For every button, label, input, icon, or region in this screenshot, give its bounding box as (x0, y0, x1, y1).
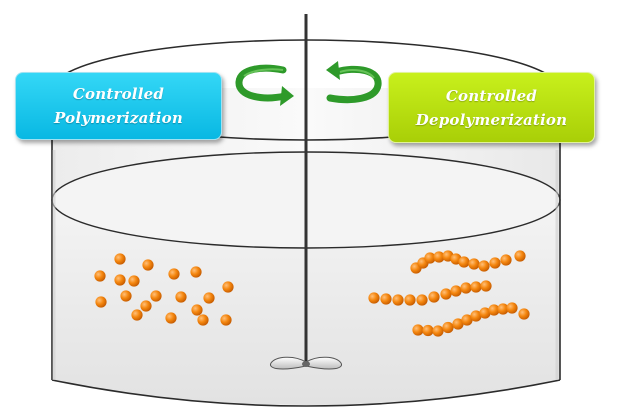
polymer-bead (404, 294, 416, 306)
monomer-bead (165, 312, 177, 324)
monomer-bead (94, 270, 106, 282)
polymer-bead (470, 281, 482, 293)
left-label-line1: Controlled (72, 85, 165, 103)
controlled-polymerization-label: Controlled Polymerization (15, 72, 222, 140)
monomer-bead (222, 281, 234, 293)
monomer-bead (203, 292, 215, 304)
monomer-bead (190, 266, 202, 278)
polymer-bead (480, 280, 492, 292)
rotation-arrow-right-icon (326, 61, 382, 104)
polymer-bead (450, 285, 462, 297)
polymer-bead (442, 321, 454, 334)
polymer-bead (380, 293, 392, 305)
polymer-bead (392, 294, 404, 306)
polymer-bead (432, 325, 444, 337)
polymer-bead (478, 260, 490, 272)
polymer-bead (422, 324, 434, 337)
monomer-bead (95, 296, 107, 308)
rotation-arrow-left-icon (235, 64, 294, 106)
monomer-bead (120, 290, 132, 302)
polymer-bead (460, 282, 472, 294)
polymer-bead (428, 291, 440, 303)
polymer-bead (468, 258, 480, 270)
monomer-bead (114, 274, 126, 286)
polymer-bead (440, 288, 452, 300)
polymer-bead (412, 324, 424, 336)
polymer-bead (518, 308, 530, 320)
monomer-bead (191, 304, 203, 316)
polymer-bead (489, 257, 501, 269)
polymer-bead (424, 252, 436, 264)
controlled-depolymerization-label: Controlled Depolymerization (388, 72, 595, 143)
polymer-bead (452, 318, 464, 330)
monomer-bead (131, 309, 143, 321)
monomer-beads (94, 253, 234, 326)
polymer-bead (470, 310, 482, 322)
polymer-bead (479, 307, 491, 319)
right-label-line1: Controlled (445, 86, 538, 105)
polymer-bead (497, 303, 509, 315)
polymer-bead (458, 256, 470, 268)
monomer-bead (140, 300, 152, 312)
polymer-bead (488, 304, 500, 316)
monomer-bead (142, 259, 154, 271)
monomer-bead (114, 253, 126, 265)
polymer-bead (416, 294, 428, 306)
monomer-bead (197, 314, 209, 326)
polymer-bead (433, 251, 445, 263)
polymer-bead (506, 302, 518, 314)
monomer-bead (128, 275, 140, 287)
polymer-bead (500, 254, 512, 266)
stirrer-icon (269, 14, 343, 370)
polymer-bead (514, 250, 526, 262)
left-label-line2: Polymerization (54, 109, 183, 127)
monomer-bead (150, 290, 162, 302)
polymer-chains (368, 250, 530, 337)
monomer-bead (220, 314, 232, 326)
polymer-bead (461, 314, 473, 326)
polymer-bead (368, 292, 380, 304)
monomer-bead (168, 268, 180, 280)
right-label-line2: Depolymerization (415, 110, 568, 129)
monomer-bead (175, 291, 187, 303)
